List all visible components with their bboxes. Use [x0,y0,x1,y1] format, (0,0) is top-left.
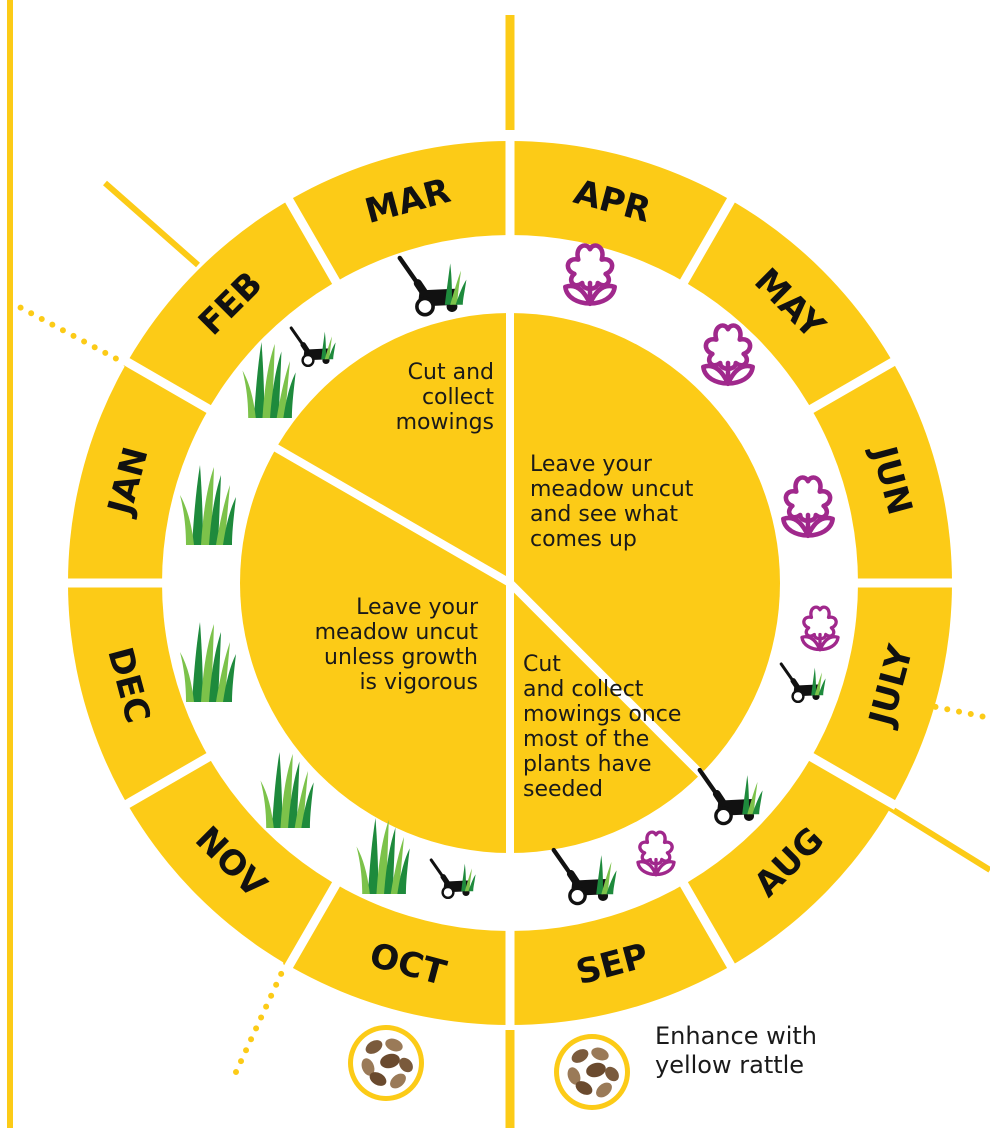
month-divider [805,751,899,810]
center-text-cut-spring: Cut and collect mowings [395,360,494,435]
center-text-cut-late: Cut and collect mowings once most of the… [523,652,682,802]
month-divider [121,356,215,415]
center-text-leave-winter: Leave your meadow uncut unless growth is… [314,595,478,695]
dotted-line-bottom-left [233,930,303,1075]
month-divider [678,194,737,288]
month-divider [283,878,342,972]
seed-icon [554,1034,630,1110]
guide-line-bottom-right [888,805,990,873]
month-divider [283,194,342,288]
dotted-line-top-left [7,299,131,368]
legend-yellow-rattle-text: Enhance with yellow rattle [655,1022,818,1079]
month-divider [805,356,899,415]
wheel-rings [64,137,956,1029]
center-divider [507,580,706,779]
center-divider [272,443,513,587]
center-text-leave-summer: Leave your meadow uncut and see what com… [530,452,694,552]
month-divider [121,751,215,810]
seed-icon [348,1025,424,1101]
guide-line-top-left [103,180,200,268]
month-divider [678,878,737,972]
